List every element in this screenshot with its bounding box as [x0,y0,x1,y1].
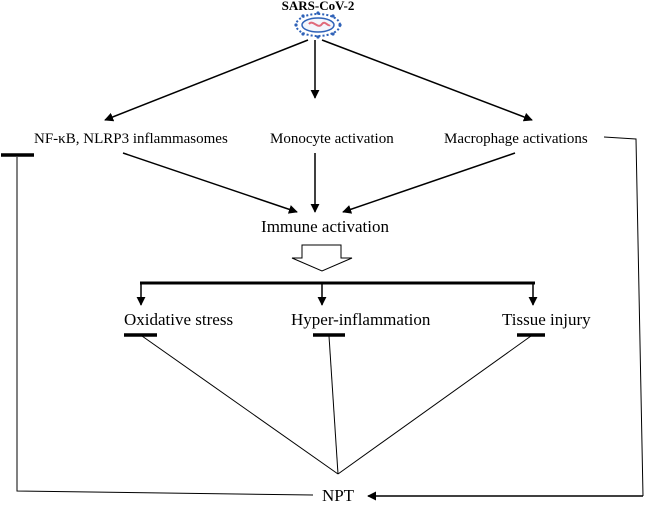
macrophage-feedback-right [603,136,644,497]
immune-activation-label: Immune activation [261,217,389,236]
npt-line-tissue [337,335,532,475]
arrow-virus-to-macrophage [321,39,533,122]
virus-title: SARS-CoV-2 [282,0,355,13]
npt-line-hyper [328,335,339,475]
hollow-down-arrow [291,244,353,272]
arrow-virus-to-nfkb [104,39,309,122]
coronavirus-icon [294,11,342,39]
npt-line-oxidative [141,335,339,475]
macrophage-activations-label: Macrophage activations [444,131,588,147]
npt-label: NPT [322,486,355,505]
monocyte-activation-label: Monocyte activation [270,131,394,147]
nfkb-nlrp3-label: NF-κB, NLRP3 inflammasomes [34,131,228,147]
tissue-injury-label: Tissue injury [502,310,591,329]
arrow-nfkb-to-immune [122,152,298,214]
arrow-macrophage-to-immune [342,152,516,214]
npt-feedback-left [16,157,314,496]
hyper-inflammation-label: Hyper-inflammation [291,310,431,329]
oxidative-stress-label: Oxidative stress [124,310,233,329]
